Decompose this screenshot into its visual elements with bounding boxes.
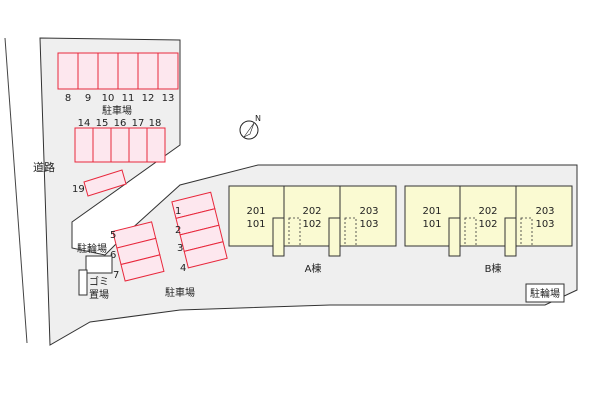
space-number: 5 [110,230,116,241]
parking-space [97,52,119,90]
space-number: 8 [65,93,71,104]
unit-lower: 103 [535,219,554,230]
garbage-area-box [78,269,88,296]
unit-lower: 102 [478,219,497,230]
space-number: 17 [132,118,145,129]
building-entry [328,217,341,257]
building-a: 201 101 202 102 203 103 A棟 [228,185,397,275]
parking-space [146,127,166,163]
parking-space [110,127,130,163]
unit-upper: 203 [535,206,554,217]
space-number: 2 [175,225,181,236]
building-entry-inner [520,217,533,247]
building-unit [515,185,573,247]
parking-space [57,52,79,90]
parking-row-top: 8 9 10 11 12 13 [57,52,179,104]
unit-upper: 202 [478,206,497,217]
space-number: 10 [102,93,115,104]
parking-space [183,241,228,269]
space-number: 16 [114,118,127,129]
space-number: 9 [85,93,91,104]
parking-row-second: 14 15 16 17 18 [74,118,166,163]
parking-space [92,127,112,163]
building-b: 201 101 202 102 203 103 B棟 [404,185,573,275]
parking-label-bottom: 駐車場 [165,286,195,299]
road-label: 道路 [33,160,55,174]
unit-lower: 103 [359,219,378,230]
space-number: 18 [149,118,162,129]
building-entry-inner [288,217,301,247]
unit-upper: 201 [422,206,441,217]
space-number: 13 [162,93,175,104]
building-name: A棟 [305,262,322,275]
space-number: 15 [96,118,109,129]
space-number: 14 [78,118,91,129]
space-number: 1 [175,206,181,217]
bike-parking-area [525,283,565,303]
space-number: 6 [110,250,116,261]
building-name: B棟 [485,262,502,275]
parking-space [117,52,139,90]
north-label: N [255,114,261,123]
building-entry [448,217,461,257]
north-arrow-icon: N [239,114,261,140]
space-number: 4 [180,263,186,274]
parking-space [74,127,94,163]
unit-lower: 101 [246,219,265,230]
garbage-label-1: ゴミ [89,275,109,288]
building-unit [339,185,397,247]
space-number: 3 [177,243,183,254]
parking-space [83,169,127,197]
parking-space [120,254,165,282]
bike-parking-label-left: 駐輪場 [77,242,107,255]
road-edge-line [4,37,28,344]
space-number: 19 [72,184,85,195]
parking-space-19: 19 [72,169,127,197]
building-entry [504,217,517,257]
parking-space [137,52,159,90]
garbage-label-2: 置場 [89,288,109,301]
space-number: 7 [113,270,119,281]
building-entry [272,217,285,257]
building-entry-inner [464,217,477,247]
parking-block-left [112,221,165,282]
unit-upper: 201 [246,206,265,217]
space-number: 12 [142,93,155,104]
bike-parking-area [85,255,113,274]
parking-space [128,127,148,163]
parking-block-center [171,191,228,269]
space-number: 11 [122,93,135,104]
unit-upper: 203 [359,206,378,217]
parking-label-top: 駐車場 [102,104,132,117]
parking-space [77,52,99,90]
parking-space [157,52,179,90]
unit-lower: 101 [422,219,441,230]
bike-parking-label-right: 駐輪場 [530,287,560,300]
unit-upper: 202 [302,206,321,217]
unit-lower: 102 [302,219,321,230]
building-entry-inner [344,217,357,247]
